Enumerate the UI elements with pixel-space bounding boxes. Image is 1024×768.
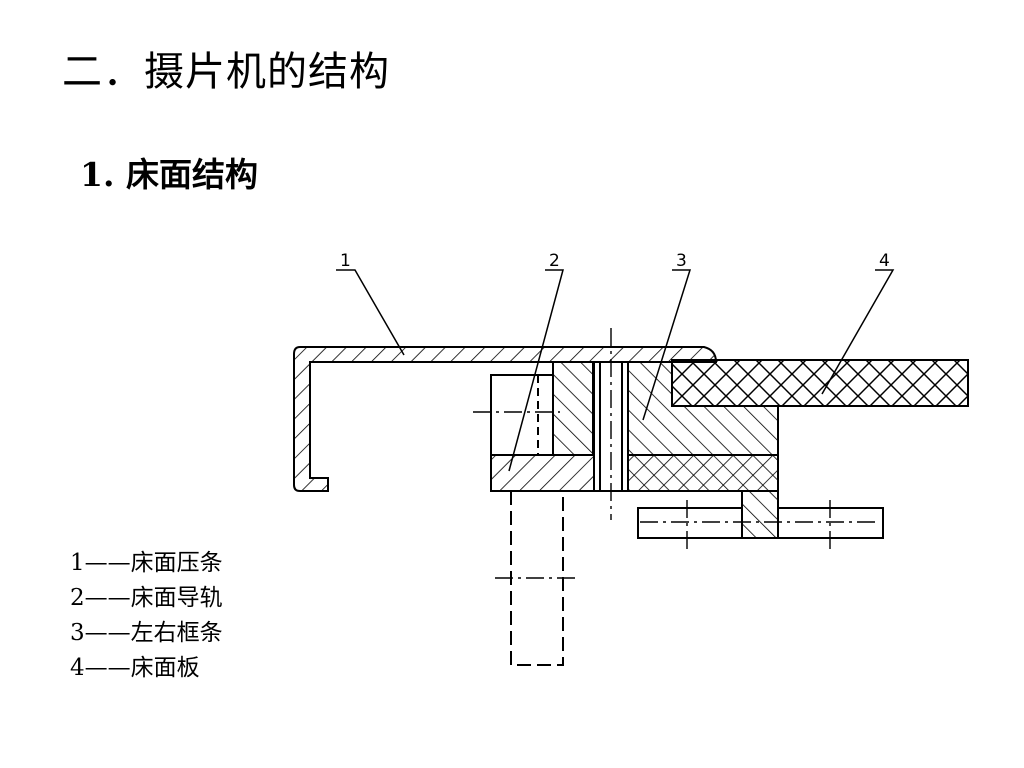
callout-3: 3 xyxy=(676,251,687,271)
left-housing-outline xyxy=(490,374,554,456)
callout-1: 1 xyxy=(340,251,351,271)
legend-item-4: 4——床面板 xyxy=(70,655,200,681)
slide-title: 二．摄片机的结构 xyxy=(62,49,390,95)
callout-4: 4 xyxy=(879,251,890,271)
center-lines xyxy=(473,328,880,579)
part-2-guide-rail xyxy=(490,454,779,492)
callout-2: 2 xyxy=(549,251,560,271)
parts-legend: 1——床面压条 2——床面导轨 3——左右框条 4——床面板 xyxy=(70,546,223,686)
right-bracket-plate-left xyxy=(637,507,743,539)
legend-item-2: 2——床面导轨 xyxy=(70,585,223,611)
section-title: 1. 床面结构 xyxy=(80,155,258,194)
legend-item-3: 3——左右框条 xyxy=(70,620,223,646)
part-4-bed-board xyxy=(671,359,969,407)
legend-item-1: 1——床面压条 xyxy=(70,550,223,576)
leader-lines xyxy=(336,269,895,472)
